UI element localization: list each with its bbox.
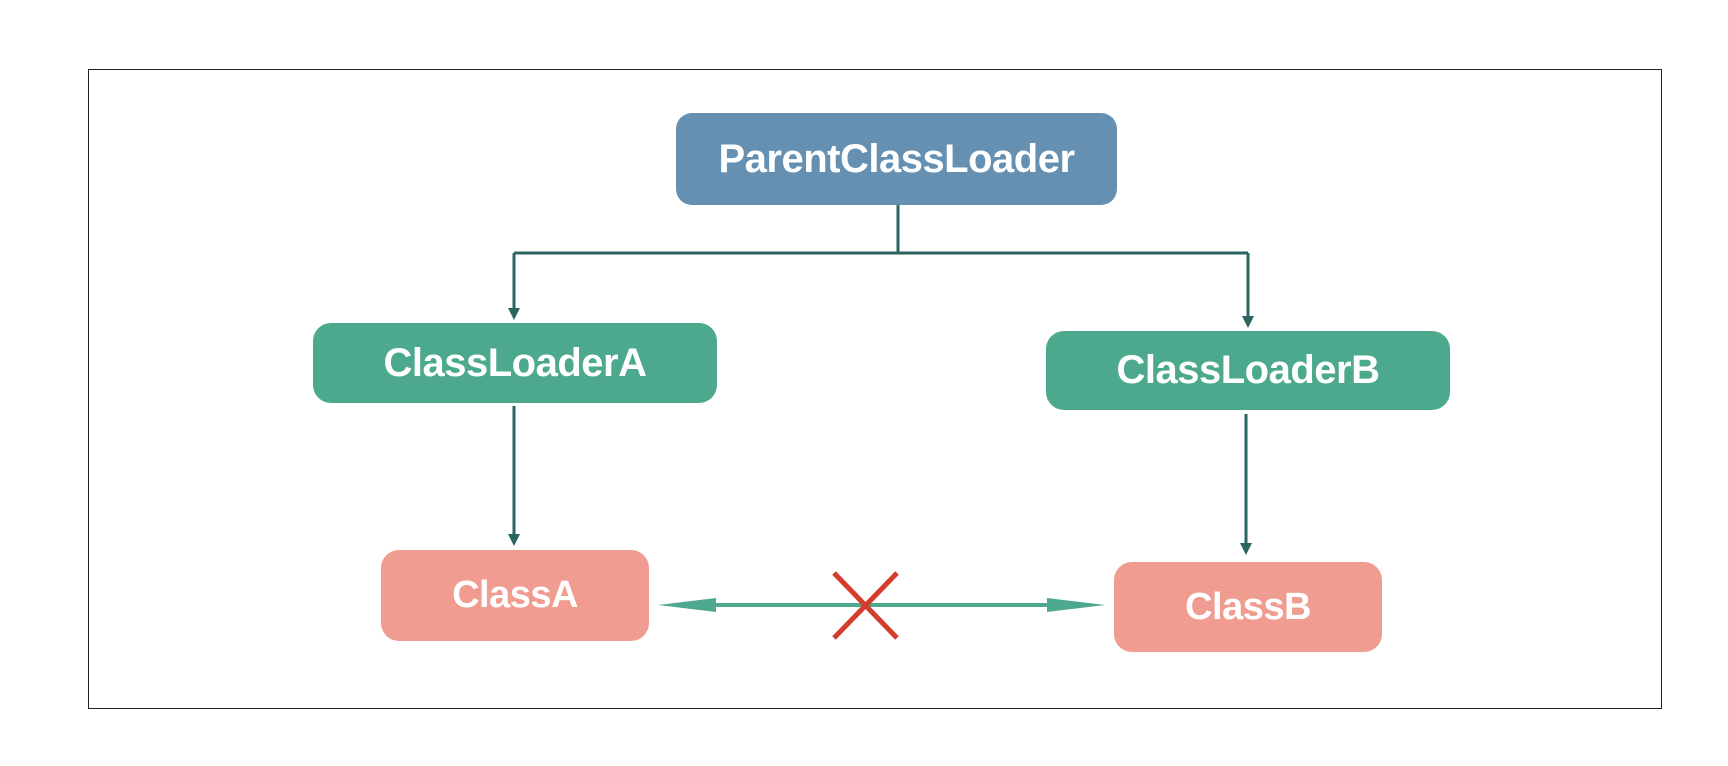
arrowhead-to-class-a (508, 534, 520, 546)
edge-parent-to-loaders (508, 205, 1254, 328)
arrowhead-to-loader-b (1242, 316, 1254, 328)
node-class-loader-b: ClassLoaderB (1046, 331, 1450, 410)
node-class-b-label: ClassB (1185, 585, 1311, 628)
bidirectional-arrowhead-right (1047, 598, 1105, 612)
node-class-b: ClassB (1114, 562, 1382, 652)
bidirectional-arrowhead-left (658, 598, 716, 612)
cross-icon (832, 571, 899, 640)
arrowhead-to-class-b (1240, 543, 1252, 555)
node-class-loader-b-label: ClassLoaderB (1116, 348, 1380, 392)
node-class-a-label: ClassA (452, 574, 578, 616)
edge-loader-a-to-class-a (508, 406, 520, 546)
node-class-loader-a-label: ClassLoaderA (383, 340, 647, 385)
node-parent-class-loader-label: ParentClassLoader (718, 136, 1075, 181)
blocked-link-class-a-class-b (658, 571, 1105, 640)
node-class-loader-a: ClassLoaderA (313, 323, 717, 403)
arrowhead-to-loader-a (508, 308, 520, 320)
node-parent-class-loader: ParentClassLoader (676, 113, 1117, 205)
node-class-a: ClassA (381, 550, 649, 641)
diagram-frame (88, 69, 1662, 709)
edge-loader-b-to-class-b (1240, 414, 1252, 555)
